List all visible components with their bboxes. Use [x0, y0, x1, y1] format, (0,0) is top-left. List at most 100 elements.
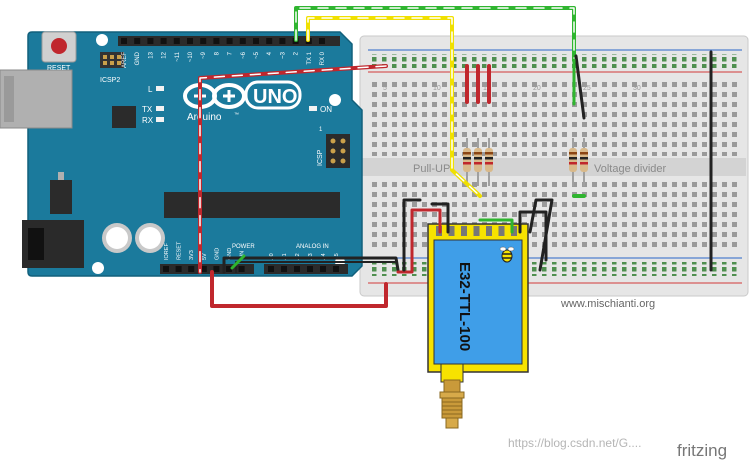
- digital-pin-label: GND: [135, 51, 141, 65]
- power-pin-hole: [200, 266, 207, 272]
- power-pin-label: 5V: [202, 253, 208, 260]
- col-num-5: 25: [583, 85, 591, 92]
- power-pin-hole: [163, 266, 169, 272]
- tx-label: TX: [142, 105, 153, 114]
- wire-green-stripe: [295, 7, 575, 61]
- arduino-logo: UNO Arduino ™: [183, 80, 302, 123]
- breadboard: 5 10 15 20 25 30 Pull-UP Voltage divider: [359, 35, 749, 297]
- e32-module: E32-TTL-100: [427, 223, 529, 429]
- regulator-tab: [58, 172, 64, 180]
- analog-header: [264, 264, 348, 274]
- wire-green-module: [478, 218, 514, 234]
- antenna-connector: [439, 379, 465, 429]
- digital-pin-hole: [121, 38, 127, 44]
- usb-inner: [4, 76, 14, 122]
- digital-pin-label: ~11: [175, 51, 181, 61]
- wire-black-gnd: [222, 256, 400, 274]
- led-tx: [156, 106, 164, 111]
- col-num-1: 5: [383, 85, 387, 92]
- brand-name: Arduino: [187, 112, 222, 123]
- resistor-1: [463, 138, 471, 186]
- digital-pin-hole: [226, 38, 233, 44]
- col-num-6: 30: [633, 85, 641, 92]
- icsp2-pin: [103, 55, 107, 59]
- icsp-pin: [340, 158, 346, 164]
- icsp-header: [326, 134, 350, 168]
- module-screen: [433, 239, 523, 365]
- led-l: [156, 86, 164, 91]
- icsp2-label: ICSP2: [100, 77, 120, 84]
- icsp-pin: [330, 138, 336, 144]
- resistor-5: [580, 138, 588, 186]
- mount-hole-1: [96, 34, 108, 46]
- voltage-regulator: [50, 180, 72, 214]
- holes-top-area: [372, 80, 738, 156]
- icsp-pin: [330, 148, 336, 154]
- analog-pin-hole: [294, 266, 300, 272]
- icsp-label: ICSP: [317, 149, 324, 166]
- digital-pin-label: ~3: [280, 51, 286, 59]
- icsp2-pin: [110, 61, 114, 65]
- analog-pin-hole: [307, 266, 313, 272]
- digital-pin-hole: [239, 38, 246, 44]
- wire-black-module-4: [528, 198, 554, 272]
- fritzing-logo: fritzing: [677, 441, 727, 460]
- module-pin: [473, 226, 480, 236]
- digital-pin-label: 7: [228, 51, 234, 55]
- digital-pin-label: RX 0: [320, 51, 326, 65]
- watermark: https://blog.csdn.net/G....: [508, 436, 641, 450]
- pullup-resistors: [463, 138, 493, 186]
- icsp2-pin: [110, 55, 114, 59]
- digital-pin-hole: [266, 38, 273, 44]
- icsp-pin: [330, 158, 336, 164]
- icsp2-header: [100, 52, 124, 68]
- power-label: POWER: [232, 244, 255, 250]
- usb-chip: [112, 106, 136, 128]
- mount-hole-2: [329, 94, 341, 106]
- icsp2-block: [100, 52, 124, 68]
- wire-black-module: [402, 198, 422, 272]
- digital-pin-label: 2: [294, 51, 300, 55]
- icsp-pin: [340, 148, 346, 154]
- digital-pin-label: AREF: [122, 52, 128, 68]
- digital-pin-label: 13: [148, 51, 154, 58]
- col-num-2: 10: [433, 85, 441, 92]
- digital-pin-label: ~6: [241, 51, 247, 59]
- power-pin-hole: [188, 266, 195, 272]
- module-pin: [498, 226, 505, 236]
- mount-hole-3: [92, 262, 104, 274]
- digital-pin-hole: [160, 38, 167, 44]
- analog-label: ANALOG IN: [296, 244, 329, 250]
- analog-pin-hole: [281, 266, 287, 272]
- power-pin-label: GND: [227, 248, 233, 260]
- capacitor-1-top: [106, 227, 128, 249]
- wire-red-module: [396, 208, 442, 274]
- digital-pin-hole: [187, 38, 193, 44]
- icsp2-pin: [117, 61, 121, 65]
- power-pin-hole: [213, 266, 220, 272]
- digital-pin-hole: [200, 38, 207, 44]
- resistor-3: [485, 138, 493, 186]
- power-pin-holes: [163, 266, 245, 272]
- digital-pin-label: TX 1: [307, 51, 313, 64]
- digital-pin-hole: [253, 38, 259, 44]
- led-on: [309, 106, 317, 111]
- reset-button-cap[interactable]: [51, 38, 67, 54]
- digital-pin-hole: [173, 38, 180, 44]
- capacitor-2-top: [139, 227, 161, 249]
- digital-pin-hole: [213, 38, 220, 44]
- digital-pin-label: ~9: [201, 51, 207, 59]
- digital-pin-label: 12: [162, 51, 168, 58]
- resistor-4: [569, 138, 577, 186]
- module-pin: [486, 226, 492, 236]
- divider-resistors: [569, 138, 588, 186]
- reset-label: RESET: [47, 65, 71, 72]
- wire-yellow-stripe: [307, 17, 481, 197]
- digital-pin-hole: [147, 38, 154, 44]
- digital-pin-hole: [319, 38, 325, 44]
- icsp-pin: [340, 138, 346, 144]
- icsp-pin1-label: 1: [319, 127, 323, 133]
- wire-red-bottom: [210, 270, 388, 308]
